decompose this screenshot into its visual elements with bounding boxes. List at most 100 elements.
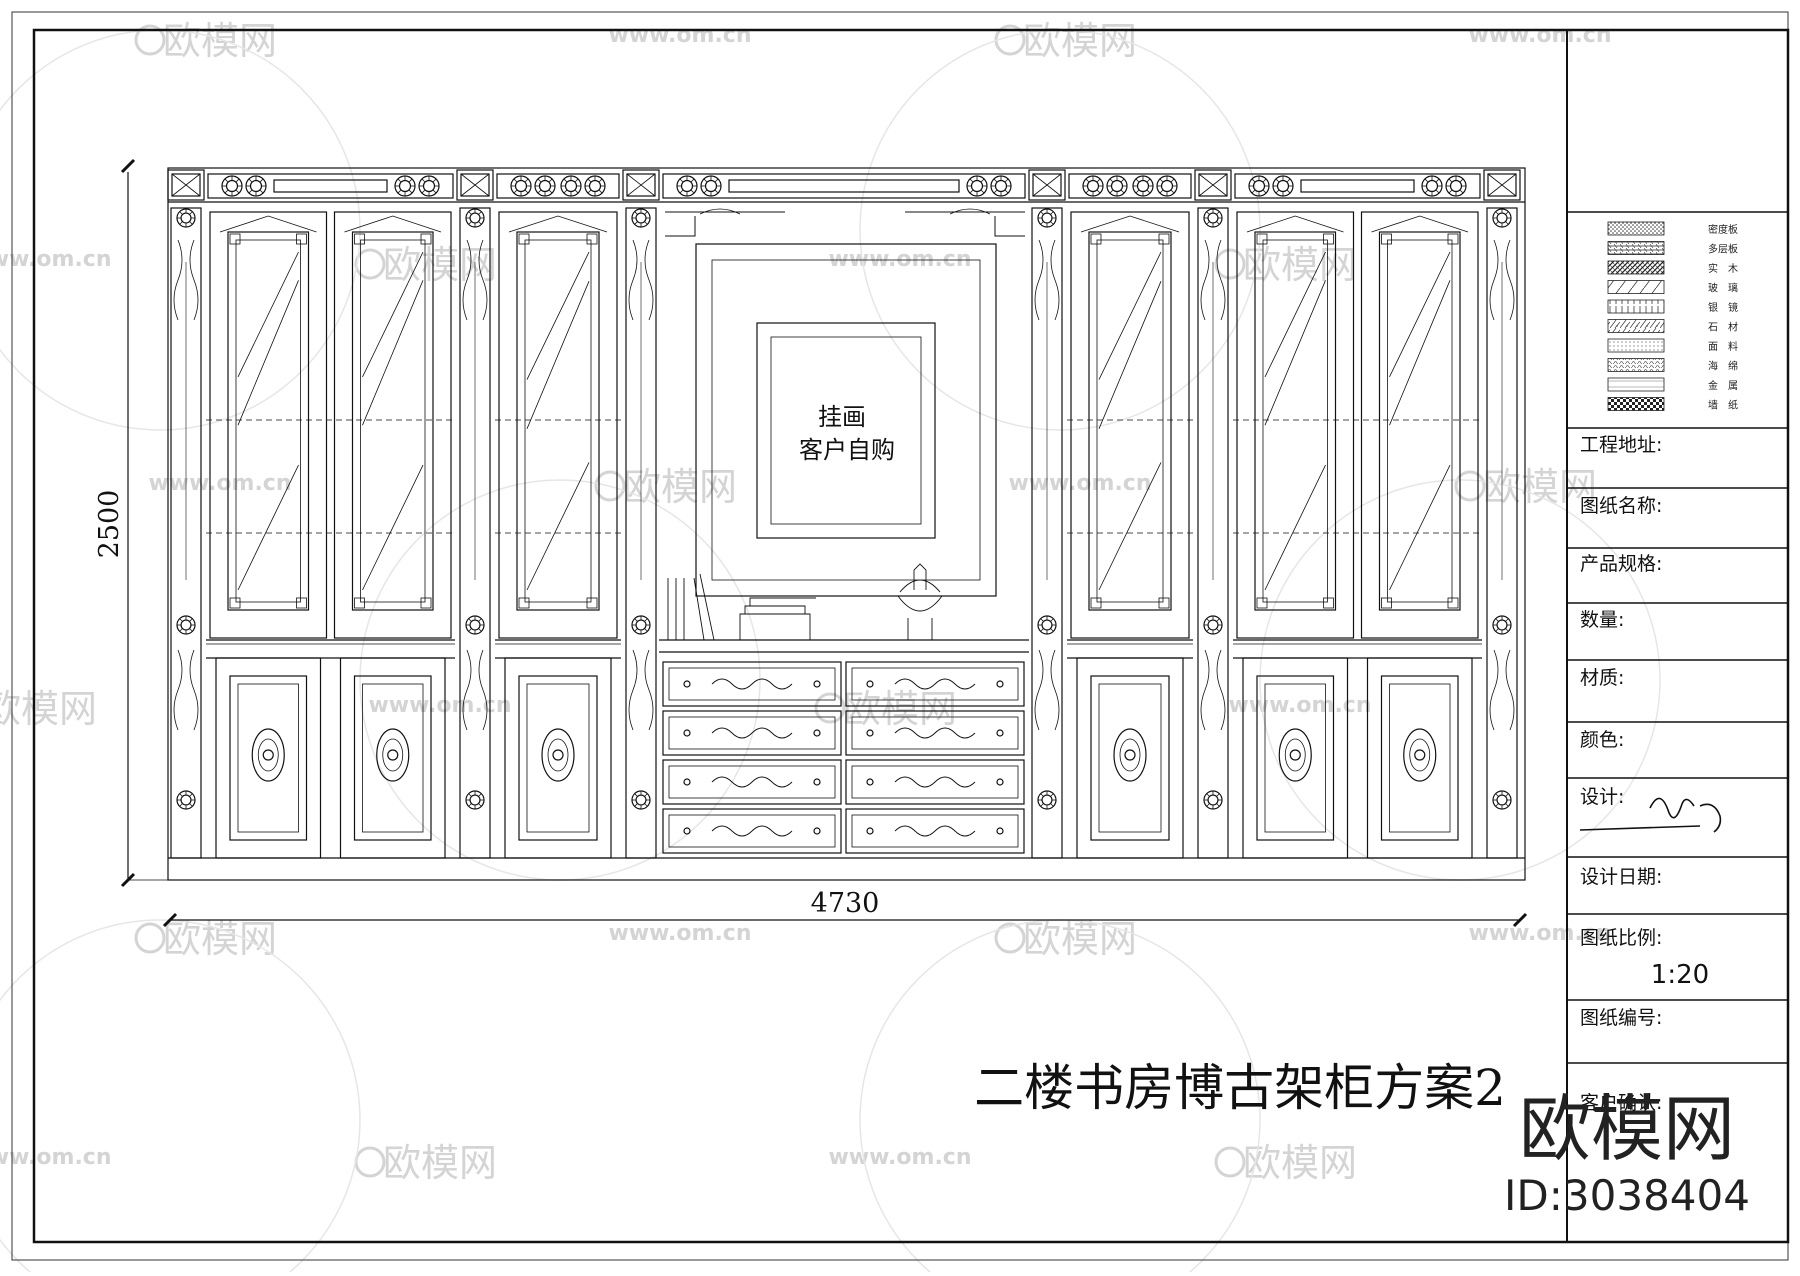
glass-door [498, 211, 618, 639]
legend-swatch [1607, 319, 1665, 333]
watermark-arc [859, 29, 1261, 431]
watermark-logo: 欧模网 [1214, 1141, 1357, 1185]
label-scale: 图纸比例: [1580, 927, 1662, 949]
legend-item: 面 料 [1607, 338, 1738, 353]
watermark-arc [0, 919, 361, 1276]
watermark-url: www.om.cn [0, 247, 112, 272]
legend-swatch [1607, 397, 1665, 411]
legend-name: 墙 纸 [1708, 399, 1738, 412]
legend-swatch [1607, 241, 1665, 255]
watermark-brand: 欧模网 [623, 465, 737, 509]
crown-frieze [207, 173, 454, 199]
drawer [845, 759, 1025, 805]
watermark-logo: 欧模网 [0, 687, 97, 731]
watermark-arc [0, 29, 361, 431]
drawer [662, 710, 842, 756]
legend-swatch [1607, 280, 1665, 294]
watermark-logo: 欧模网 [1454, 465, 1597, 509]
legend-swatch [1607, 338, 1665, 353]
watermark-brand: 欧模网 [383, 1141, 497, 1185]
watermark-logo: 欧模网 [814, 687, 957, 731]
legend-name: 石 材 [1708, 321, 1738, 334]
lower-door [1076, 657, 1184, 859]
watermark-url: www.om.cn [368, 693, 511, 718]
watermark-url: www.om.cn [828, 247, 971, 272]
dimension-height: 2500 [94, 490, 125, 559]
lower-door [1366, 657, 1473, 859]
watermark-url: www.om.cn [828, 1145, 971, 1170]
legend-item: 玻 璃 [1607, 280, 1738, 295]
label-drawing-number: 图纸编号: [1580, 1007, 1662, 1029]
painting-note-line2: 客户自购 [799, 436, 895, 464]
pilaster [167, 169, 205, 859]
watermark-brand: 欧模网 [1023, 19, 1137, 63]
watermark-logo: 欧模网 [134, 917, 277, 961]
legend-swatch [1607, 377, 1665, 392]
legend-item: 墙 纸 [1607, 397, 1738, 412]
drawer [845, 710, 1025, 756]
legend-item: 石 材 [1607, 319, 1738, 334]
label-product-spec: 产品规格: [1580, 553, 1662, 575]
watermark-logo: 欧模网 [994, 19, 1137, 63]
crown-frieze [1234, 173, 1481, 199]
watermark-url: www.om.cn [1468, 23, 1611, 48]
drawer [662, 759, 842, 805]
label-material: 材质: [1580, 667, 1624, 689]
lower-door [339, 657, 446, 859]
label-color: 颜色: [1580, 729, 1624, 751]
legend-swatch [1607, 299, 1665, 314]
legend-name: 密度板 [1708, 223, 1738, 236]
watermark-brand: 欧模网 [1243, 243, 1357, 287]
glass-door [209, 211, 328, 639]
center-bay [659, 208, 1029, 854]
watermark-url: www.om.cn [0, 1145, 112, 1170]
label-designer: 设计: [1580, 786, 1624, 808]
legend-item: 实 木 [1607, 260, 1738, 275]
watermark-url: www.om.cn [1468, 921, 1611, 946]
legend-item: 密度板 [1607, 221, 1738, 236]
pilaster [622, 169, 660, 859]
legend-name: 海 绵 [1708, 360, 1738, 373]
watermark-brand: 欧模网 [1243, 1141, 1357, 1185]
watermark-brand-large: 欧模网 [1519, 1087, 1735, 1171]
label-project-address: 工程地址: [1580, 434, 1662, 456]
pilaster [1194, 169, 1232, 859]
legend-name: 实 木 [1708, 262, 1738, 275]
glass-door [333, 211, 452, 639]
watermark-brand: 欧模网 [1023, 917, 1137, 961]
watermark-brand: 欧模网 [0, 687, 97, 731]
legend-swatch [1607, 221, 1665, 236]
watermark-logo: 欧模网 [994, 917, 1137, 961]
legend-item: 海 绵 [1607, 358, 1738, 373]
glass-door [1236, 211, 1355, 639]
label-quantity: 数量: [1580, 609, 1624, 631]
drawing-title: 二楼书房博古架柜方案2 [974, 1059, 1506, 1117]
label-design-date: 设计日期: [1580, 866, 1662, 888]
drawer [845, 661, 1025, 707]
pilaster [1483, 169, 1521, 859]
watermark-logo: 欧模网 [134, 19, 277, 63]
pilaster [1028, 169, 1066, 859]
drawer [662, 808, 842, 854]
watermark-url: www.om.cn [148, 471, 291, 496]
cabinet-outline [167, 167, 1526, 881]
lower-door [215, 657, 322, 859]
painting-frame [695, 243, 997, 597]
lower-door [504, 657, 612, 859]
crown-frieze [496, 173, 620, 199]
dimension-width: 4730 [811, 888, 880, 919]
legend-item: 金 属 [1607, 377, 1738, 392]
legend-swatch [1607, 260, 1665, 275]
watermark-brand: 欧模网 [383, 243, 497, 287]
legend-item: 多层板 [1607, 241, 1738, 256]
legend-name: 多层板 [1708, 243, 1738, 256]
watermark-arc [359, 479, 761, 881]
crown-frieze [662, 173, 1026, 199]
pilaster [456, 169, 494, 859]
outer-frame [11, 11, 1789, 1261]
label-drawing-name: 图纸名称: [1580, 495, 1662, 517]
